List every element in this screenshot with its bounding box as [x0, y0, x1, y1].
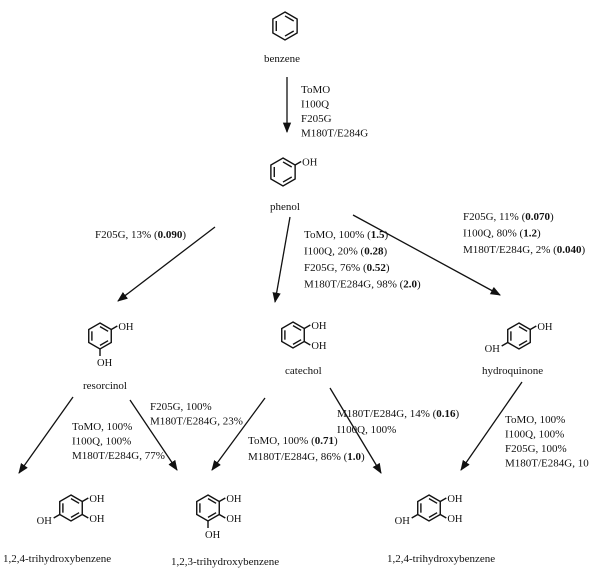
hydroquinone-structure: OH OH	[485, 322, 553, 355]
step-resorcinol-124-line: M180T/E284G, 77%	[72, 450, 165, 462]
step-hydroquinone-124-line: ToMO, 100%	[505, 414, 565, 426]
thb-123-label: 1,2,3-trihydroxybenzene	[171, 556, 279, 568]
oh-group-label: OH	[485, 344, 501, 355]
arrow-resorcinol-123	[129, 399, 178, 471]
step-resorcinol-123-line: M180T/E284G, 23%	[150, 416, 243, 428]
oh-bond	[439, 497, 447, 503]
arrow-phenol-resorcinol	[117, 226, 216, 302]
oh-group-label: OH	[447, 494, 463, 505]
double-bond	[70, 498, 80, 504]
double-bond	[282, 176, 293, 183]
double-bond	[292, 339, 302, 345]
oh-bond	[53, 513, 61, 519]
double-bond	[428, 498, 438, 504]
step-phenol-hydroquinone-line: I100Q, 80% (1.2)	[463, 228, 541, 240]
oh-bond	[81, 513, 89, 519]
step-hydroquinone-124-line: M180T/E284G, 100%	[505, 458, 589, 470]
double-bond	[428, 512, 438, 518]
oh-group-label: OH	[537, 322, 553, 333]
thb-124-right-structure: OH OH OH	[395, 494, 463, 527]
double-bond	[282, 161, 293, 168]
resorcinol-structure: OH OH	[88, 322, 134, 369]
oh-bond	[218, 513, 226, 519]
step-catechol-124-line: M180T/E284G, 14% (0.16)	[337, 408, 460, 420]
thb-124-left-label: 1,2,4-trihydroxybenzene	[3, 553, 111, 565]
step-benzene-phenol-line: M180T/E284G	[301, 128, 368, 140]
step-phenol-resorcinol-line: F205G, 13% (0.090)	[95, 229, 186, 241]
double-bond	[284, 30, 295, 37]
step-benzene-phenol-line: ToMO	[301, 84, 330, 96]
benzene-label: benzene	[264, 53, 300, 65]
oh-bond	[411, 513, 419, 519]
step-phenol-catechol-line: M180T/E284G, 98% (2.0)	[304, 279, 421, 291]
thb-124-right-label: 1,2,4-trihydroxybenzene	[387, 553, 495, 565]
oh-bond	[303, 324, 311, 330]
step-benzene-phenol-line: I100Q	[301, 99, 329, 111]
resorcinol-label: resorcinol	[83, 380, 127, 392]
enzyme-annotations: ToMO I100Q F205G M180T/E284G F205G, 13% (0.0…	[72, 84, 589, 470]
arrow-phenol-hydroquinone	[352, 214, 501, 296]
step-resorcinol-123-line: F205G, 100%	[150, 401, 212, 413]
double-bond	[207, 498, 217, 504]
oh-group-label: OH	[302, 158, 318, 169]
oh-bond	[81, 497, 89, 503]
step-hydroquinone-124-line: F205G, 100%	[505, 443, 567, 455]
oh-bond	[529, 325, 537, 331]
oh-group-label: OH	[226, 494, 242, 505]
step-phenol-catechol-line: ToMO, 100% (1.5)	[304, 229, 389, 241]
double-bond	[518, 326, 528, 332]
oh-group-label: OH	[89, 514, 105, 525]
oh-bond	[294, 160, 302, 166]
arrow-catechol-123	[211, 397, 266, 471]
double-bond	[292, 325, 302, 331]
arrow-phenol-catechol	[272, 216, 291, 304]
oh-group-label: OH	[447, 514, 463, 525]
double-bond	[207, 512, 217, 518]
step-benzene-phenol-line: F205G	[301, 113, 332, 125]
oh-group-label: OH	[97, 358, 113, 369]
oh-group-label: OH	[226, 514, 242, 525]
oh-bond	[110, 325, 118, 331]
step-phenol-hydroquinone-line: F205G, 11% (0.070)	[463, 211, 554, 223]
oh-group-label: OH	[118, 322, 134, 333]
benzene-structure	[272, 11, 298, 41]
oh-group-label: OH	[37, 516, 53, 527]
step-phenol-hydroquinone-line: M180T/E284G, 2% (0.040)	[463, 244, 586, 256]
double-bond	[284, 15, 295, 22]
step-phenol-catechol-line: F205G, 76% (0.52)	[304, 262, 390, 274]
arrow-resorcinol-124	[18, 396, 74, 474]
oh-bond	[303, 340, 311, 346]
oh-bond	[218, 497, 226, 503]
step-catechol-123-line: M180T/E284G, 86% (1.0)	[248, 451, 365, 463]
arrow-catechol-124	[329, 387, 382, 474]
catechol-structure: OH OH	[281, 321, 327, 352]
oh-bond	[439, 513, 447, 519]
thb-124-left-structure: OH OH OH	[37, 494, 105, 527]
double-bond	[518, 340, 528, 346]
oh-bond	[501, 341, 509, 347]
double-bond	[99, 326, 109, 332]
oh-group-label: OH	[311, 341, 327, 352]
step-resorcinol-124-line: ToMO, 100%	[72, 421, 132, 433]
step-catechol-123-line: ToMO, 100% (0.71)	[248, 435, 338, 447]
oh-group-label: OH	[395, 516, 411, 527]
phenol-label: phenol	[270, 201, 300, 213]
oh-group-label: OH	[311, 321, 327, 332]
thb-123-structure: OH OH OH	[196, 494, 242, 541]
step-catechol-124-line: I100Q, 100%	[337, 424, 396, 436]
step-resorcinol-124-line: I100Q, 100%	[72, 436, 131, 448]
hydroquinone-label: hydroquinone	[482, 365, 543, 377]
arrow-hydroquinone-124	[460, 381, 523, 471]
double-bond	[70, 512, 80, 518]
benzene-ring	[272, 11, 298, 41]
step-phenol-catechol-line: I100Q, 20% (0.28)	[304, 246, 387, 258]
oh-group-label: OH	[205, 530, 221, 541]
oh-group-label: OH	[89, 494, 105, 505]
phenol-structure: OH	[270, 157, 318, 187]
step-hydroquinone-124-line: I100Q, 100%	[505, 429, 564, 441]
double-bond	[99, 340, 109, 346]
catechol-label: catechol	[285, 365, 322, 377]
